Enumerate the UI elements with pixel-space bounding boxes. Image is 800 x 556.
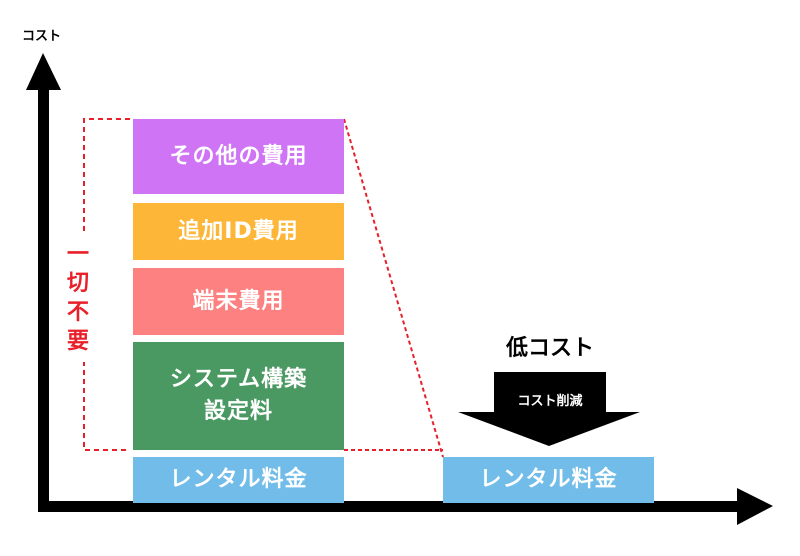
other-cost-label: その他の費用 [169,143,308,169]
rental-fee-after-label: レンタル料金 [479,467,618,493]
device-cost-block: 端末費用 [133,268,344,335]
low-cost-label: 低コスト [505,336,594,361]
device-cost-label: 端末費用 [192,288,285,314]
y-axis [26,53,61,512]
rental-fee-after-block: レンタル料金 [443,457,654,503]
reduction-guide-line [343,118,444,458]
system-setup-label-line2: 設定料 [203,399,273,424]
system-setup-cost-block: システム構築 設定料 [133,342,344,450]
rental-fee-before-label: レンタル料金 [169,467,308,493]
x-axis-arrow-icon [737,488,773,525]
x-axis [38,488,773,525]
other-cost-block: その他の費用 [133,119,344,194]
unneeded-char: 要 [66,329,89,354]
additional-id-cost-label: 追加ID費用 [178,218,299,244]
rental-fee-before-block: レンタル料金 [133,457,344,503]
unneeded-char: 一 [66,242,89,267]
system-setup-label-line1: システム構築 [169,367,308,393]
y-axis-label: コスト [22,29,62,44]
unneeded-char: 不 [66,300,89,325]
y-axis-arrow-icon [26,53,61,90]
unneeded-char: 切 [66,271,89,296]
down-arrow-icon [458,372,640,446]
cost-reduction-label: コスト削減 [517,394,583,409]
additional-id-cost-block: 追加ID費用 [133,203,344,260]
unneeded-label: 一 切 不 要 [64,234,92,362]
